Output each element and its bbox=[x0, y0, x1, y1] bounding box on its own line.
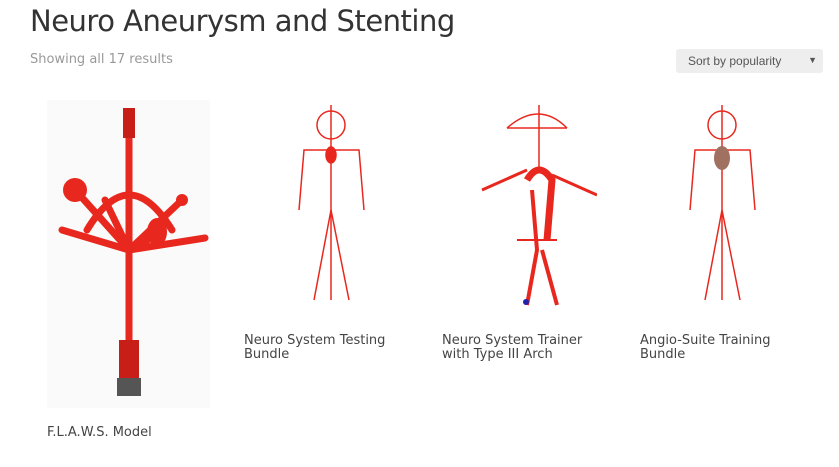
product-name[interactable]: Neuro System Trainer with Type III Arch bbox=[442, 333, 583, 362]
product-image[interactable] bbox=[264, 100, 399, 315]
product-name[interactable]: F.L.A.W.S. Model bbox=[47, 425, 152, 440]
product-image[interactable] bbox=[47, 100, 210, 408]
product-name[interactable]: Neuro System Testing Bundle bbox=[244, 333, 386, 362]
product-image[interactable] bbox=[660, 100, 795, 315]
sort-selected-value: Sort by popularity bbox=[688, 54, 782, 68]
product-name[interactable]: Angio-Suite Training Bundle bbox=[640, 333, 771, 362]
product-card[interactable]: Neuro System Testing Bundle bbox=[244, 100, 409, 370]
product-image[interactable] bbox=[462, 100, 598, 315]
product-card[interactable]: Angio-Suite Training Bundle bbox=[640, 100, 805, 370]
product-card[interactable]: F.L.A.W.S. Model bbox=[47, 100, 212, 445]
page-title: Neuro Aneurysm and Stenting bbox=[30, 4, 455, 38]
sort-select[interactable]: Sort by popularity ▼ bbox=[676, 49, 823, 73]
result-count: Showing all 17 results bbox=[30, 52, 173, 67]
product-card[interactable]: Neuro System Trainer with Type III Arch bbox=[442, 100, 607, 370]
caret-down-icon: ▼ bbox=[808, 55, 817, 65]
